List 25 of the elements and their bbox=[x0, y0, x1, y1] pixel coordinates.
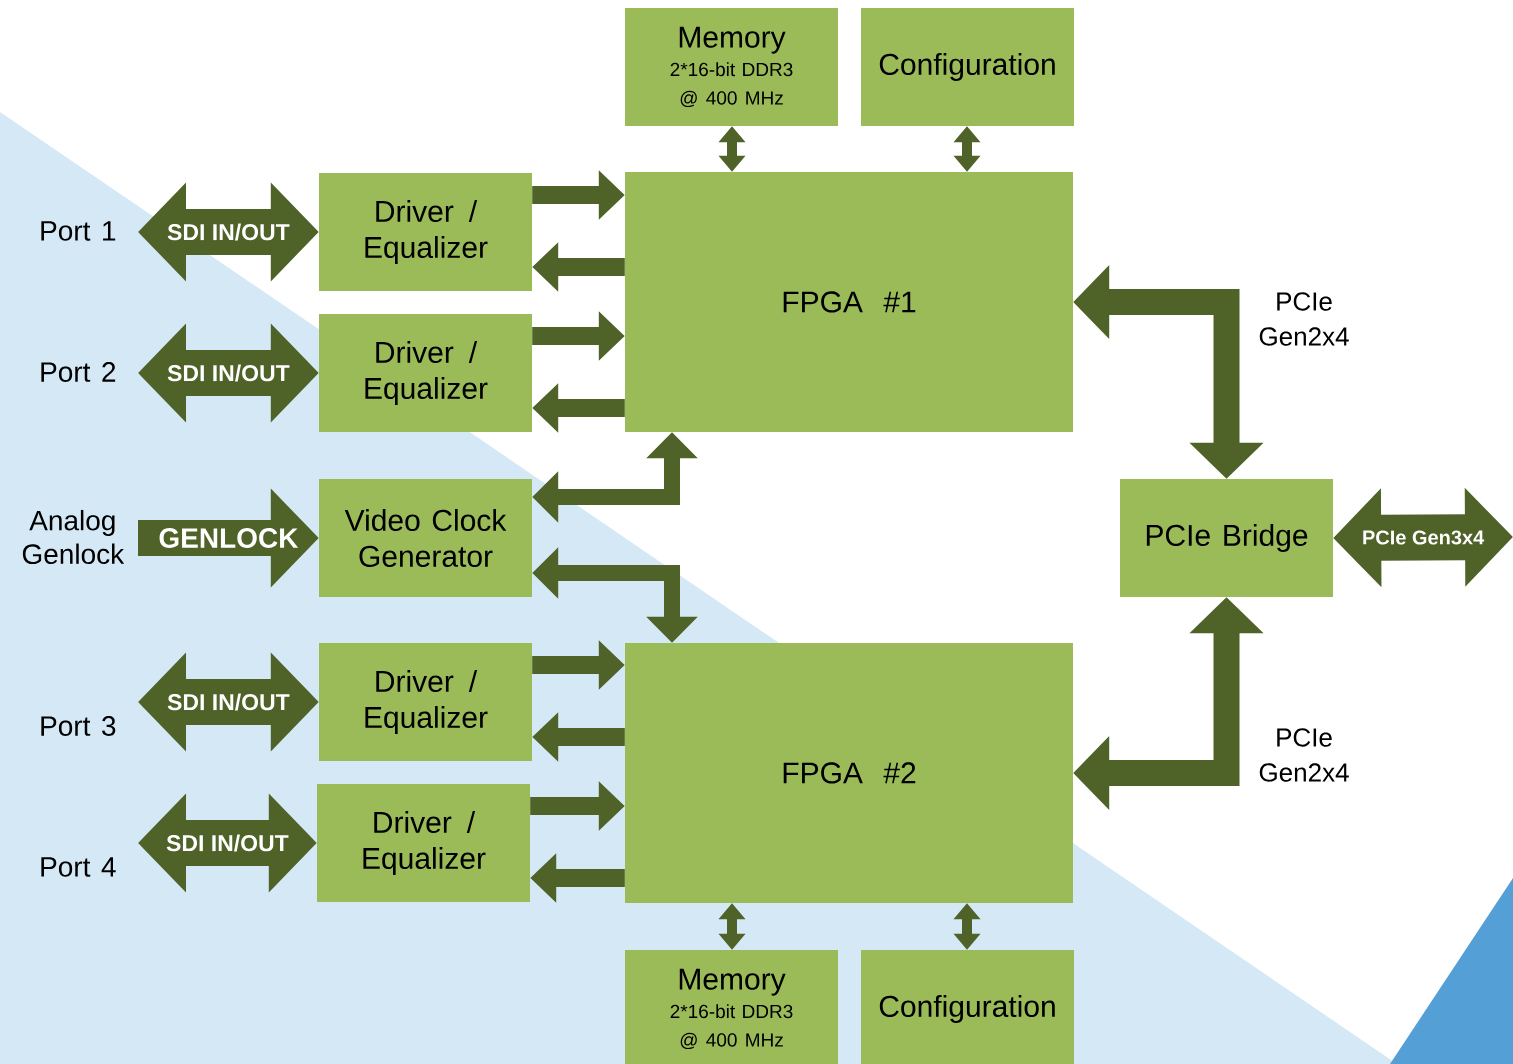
edge-label: SDI IN/OUT bbox=[167, 364, 290, 382]
edge-label: PCIe Gen2x4 bbox=[1259, 292, 1349, 346]
process-box: Configuration bbox=[861, 950, 1074, 1064]
process-box: Driver / Equalizer bbox=[319, 173, 532, 291]
edge-label: PCIe Gen3x4 bbox=[1363, 530, 1485, 545]
edge-label: SDI IN/OUT bbox=[166, 834, 289, 852]
process-box: Driver / Equalizer bbox=[319, 314, 532, 432]
edge-label: PCIe Gen2x4 bbox=[1259, 728, 1349, 782]
process-box: Memory 2*16-bit DDR3 @ 400 MHz bbox=[625, 8, 838, 126]
process-box: Configuration bbox=[861, 8, 1074, 126]
port-label: Analog Genlock bbox=[22, 509, 125, 565]
process-box: Video Clock Generator bbox=[319, 479, 532, 597]
process-box: PCIe Bridge bbox=[1120, 479, 1333, 597]
port-label: Port 3 bbox=[41, 716, 116, 736]
process-box: Memory 2*16-bit DDR3 @ 400 MHz bbox=[625, 950, 838, 1064]
process-box: FPGA #1 bbox=[625, 172, 1073, 432]
process-box: Driver / Equalizer bbox=[317, 784, 530, 902]
port-label: Port 2 bbox=[41, 362, 116, 382]
port-label: Port 4 bbox=[41, 857, 116, 877]
edge-label: GENLOCK bbox=[159, 528, 299, 548]
edge-label: SDI IN/OUT bbox=[167, 223, 290, 241]
process-box: Driver / Equalizer bbox=[319, 643, 532, 761]
edge-label: SDI IN/OUT bbox=[167, 693, 290, 711]
port-label: Port 1 bbox=[41, 221, 116, 241]
process-box: FPGA #2 bbox=[625, 643, 1073, 903]
